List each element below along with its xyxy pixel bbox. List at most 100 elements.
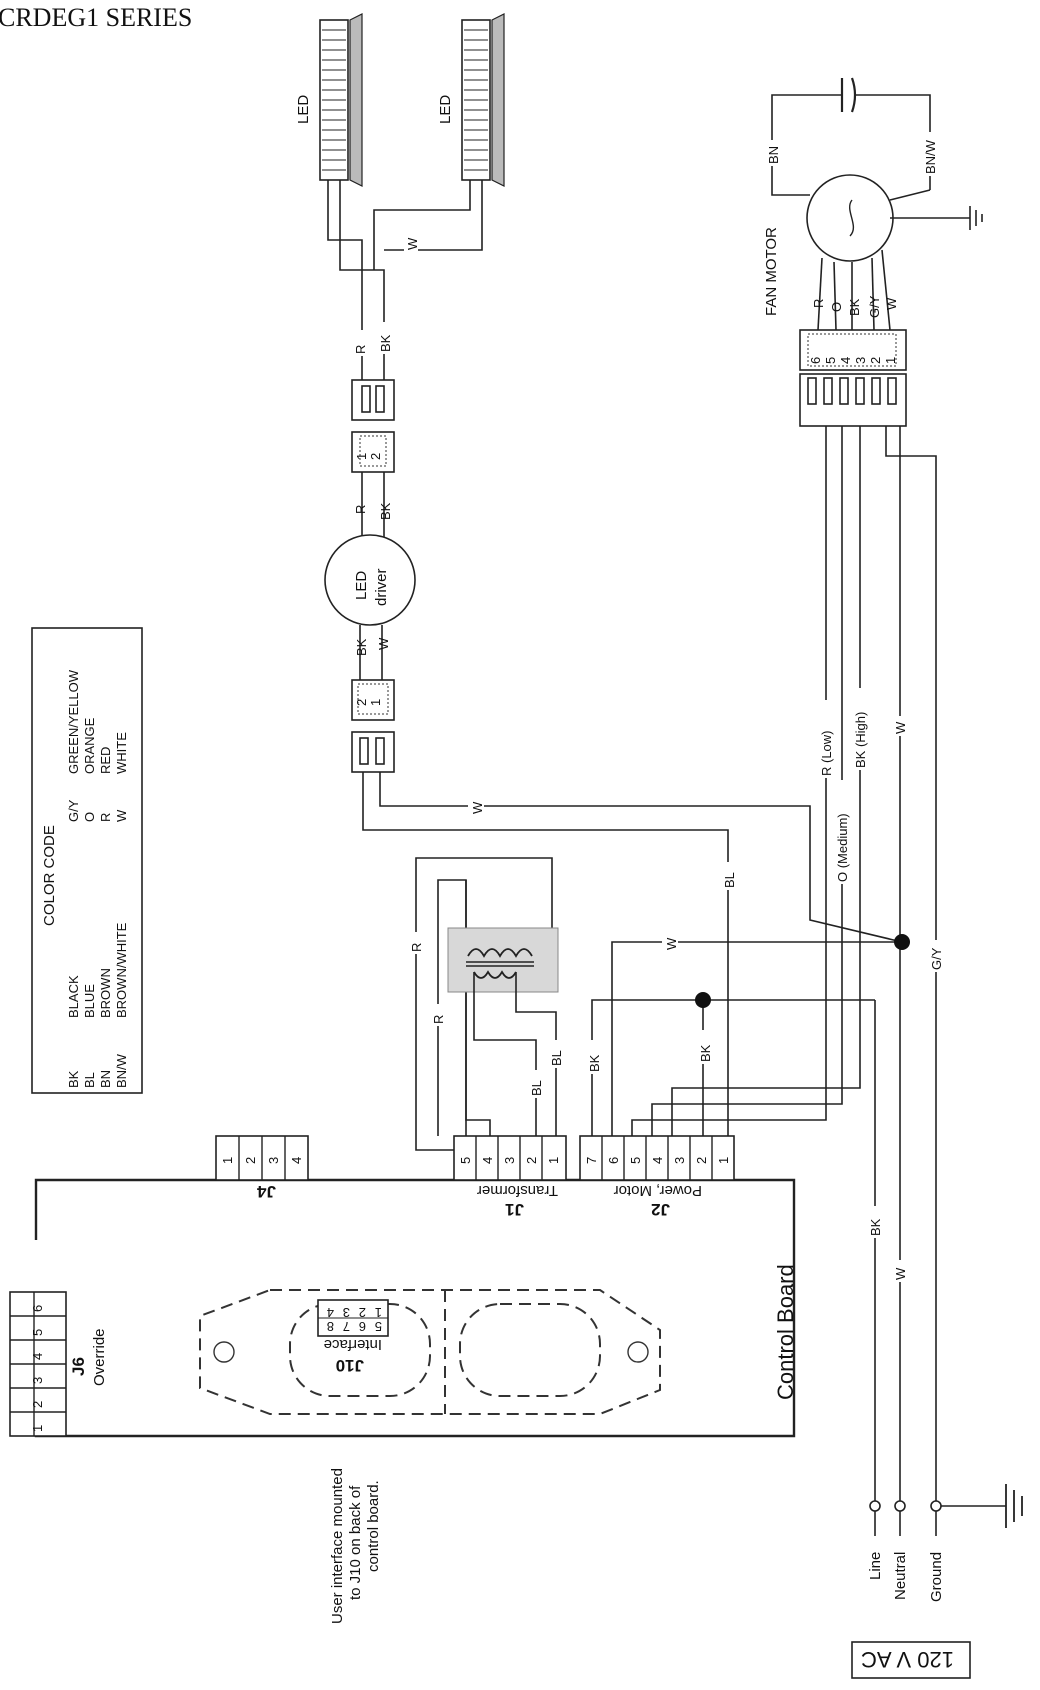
fan-motor-label: FAN MOTOR [763, 227, 780, 316]
color-code-brown: BROWN [98, 968, 113, 1018]
j2-pin-1: 1 [716, 1157, 731, 1164]
wire-label-gy-motor: G/Y [867, 295, 882, 318]
color-code-legend: COLOR CODE BK BL BN BN/W BLACK BLUE BROW… [31, 627, 143, 1094]
led-label-left: LED [295, 95, 312, 124]
j4-pin-1: 1 [220, 1157, 235, 1164]
motor-plug-pin-5: 5 [823, 357, 838, 364]
connector-j2: 7 6 5 4 3 2 1 Power, Motor J2 [579, 1135, 735, 1219]
connector-j1: 5 4 3 2 1 Transformer J1 [453, 1135, 567, 1219]
wire-label-r-motor: R [811, 299, 826, 308]
transformer: R R BL BL [407, 857, 565, 1180]
led-driver-label-1: LED [353, 571, 370, 600]
wire-label-r-low: R (Low) [819, 730, 834, 776]
j2-pin-2: 2 [694, 1157, 709, 1164]
j10-pin-1: 1 [375, 1305, 382, 1320]
wire-label-o-medium: O (Medium) [835, 813, 850, 882]
wire-label-w-driver-in: W [376, 637, 391, 650]
j1-pin-1: 1 [546, 1157, 561, 1164]
led-plug-pin-1: 1 [354, 453, 369, 460]
color-code-title: COLOR CODE [41, 825, 58, 926]
j1-pin-3: 3 [502, 1157, 517, 1164]
control-board-label: Control Board [773, 1264, 798, 1400]
driver-feed-wires: W BL [362, 772, 903, 1180]
motor-plug-pin-1: 1 [883, 357, 898, 364]
wire-label-o-motor: O [829, 302, 844, 312]
driver-plug-pin-1: 1 [368, 699, 383, 706]
j10-pin-8: 8 [327, 1319, 334, 1334]
driver-plug-pin-2: 2 [354, 699, 369, 706]
user-interface-note: User interface mounted to J10 on back of… [329, 1468, 382, 1624]
color-code-brown-white: BROWN/WHITE [114, 922, 129, 1018]
color-code-blue: BLUE [82, 984, 97, 1018]
j2-name: J2 [651, 1200, 670, 1219]
color-code-gy: G/Y [66, 799, 81, 822]
j10-pin-4: 4 [327, 1305, 334, 1320]
wire-label-bnw: BN/W [923, 139, 938, 174]
j4-pin-4: 4 [289, 1157, 304, 1164]
wire-label-r-driver: R [353, 505, 368, 514]
color-code-orange: ORANGE [82, 717, 97, 774]
j1-pin-4: 4 [480, 1157, 495, 1164]
driver-plug: 2 1 [351, 679, 395, 773]
supply-voltage-label: 120 V AC [861, 1647, 954, 1672]
led-driver: LED driver BK W [324, 534, 416, 680]
diagram-title: CRDEG1 SERIES [0, 3, 192, 32]
motor-feed-wires: R (Low) O (Medium) BK (High) W G/Y [631, 426, 945, 1430]
wire-label-bl-driver-feed: BL [722, 872, 737, 888]
wire-label-bk-led: BK [378, 334, 393, 352]
wire-label-w-driver-feed: W [470, 801, 485, 814]
ui-note-line-3: control board. [365, 1480, 382, 1572]
color-code-bl: BL [82, 1072, 97, 1088]
j4-pin-3: 3 [266, 1157, 281, 1164]
j6-pin-6: 6 [30, 1305, 45, 1312]
wire-label-w-j2: W [664, 937, 679, 950]
color-code-bn: BN [98, 1070, 113, 1088]
wire-label-bk-motor: BK [847, 298, 862, 316]
j6-pin-4: 4 [30, 1353, 45, 1360]
ui-note-line-2: to J10 on back of [347, 1485, 364, 1600]
j10-pin-5: 5 [375, 1319, 382, 1334]
j6-label: Override [91, 1328, 108, 1386]
wire-label-bl-xfmr-1: BL [529, 1080, 544, 1096]
led-strip-left: LED [295, 13, 363, 187]
j2-pin-4: 4 [650, 1157, 665, 1164]
wire-label-w-led: W [405, 237, 420, 250]
terminal-neutral: Neutral [892, 1552, 909, 1600]
ui-note-line-1: User interface mounted [329, 1468, 346, 1624]
wire-label-bk-j2-3: BK [698, 1044, 713, 1062]
wire-label-bk-driver: BK [378, 502, 393, 520]
connector-j4: 1 2 3 4 J4 [215, 1135, 309, 1201]
wire-label-bk-j2-7: BK [587, 1054, 602, 1072]
color-code-w: W [114, 809, 129, 822]
j2-pin-3: 3 [672, 1157, 687, 1164]
motor-plug-pin-2: 2 [868, 357, 883, 364]
wire-label-w-neutral: W [893, 1267, 908, 1280]
led-plug-pin-2: 2 [368, 453, 383, 460]
terminal-ground: Ground [928, 1552, 945, 1602]
color-code-white: WHITE [114, 732, 129, 774]
color-code-bnw: BN/W [114, 1053, 129, 1088]
j10-name: J10 [336, 1356, 364, 1375]
connector-j6: 1 2 3 4 5 6 J6 Override [9, 1291, 108, 1437]
line-junction: BK BK BK [585, 992, 884, 1430]
j10-pin-6: 6 [359, 1319, 366, 1334]
fan-motor: FAN MOTOR BN BN/W R O BK G/Y W [763, 77, 983, 331]
j2-pin-6: 6 [606, 1157, 621, 1164]
led-plug: 1 2 R BK [351, 379, 395, 540]
motor-plug-pin-6: 6 [808, 357, 823, 364]
j2-pin-7: 7 [584, 1157, 599, 1164]
j10-pin-7: 7 [343, 1319, 350, 1334]
wire-label-bl-xfmr-2: BL [549, 1050, 564, 1066]
j10-pin-3: 3 [343, 1305, 350, 1320]
j6-pin-1: 1 [30, 1425, 45, 1432]
j6-pin-5: 5 [30, 1329, 45, 1336]
motor-plug-pin-4: 4 [838, 357, 853, 364]
wire-label-r-led: R [353, 345, 368, 354]
j1-pin-5: 5 [458, 1157, 473, 1164]
wire-label-bk-line: BK [868, 1218, 883, 1236]
led-wires: W R BK [327, 180, 483, 380]
j4-pin-2: 2 [243, 1157, 258, 1164]
color-code-black: BLACK [66, 975, 81, 1018]
wire-label-w-motor: W [884, 297, 899, 310]
